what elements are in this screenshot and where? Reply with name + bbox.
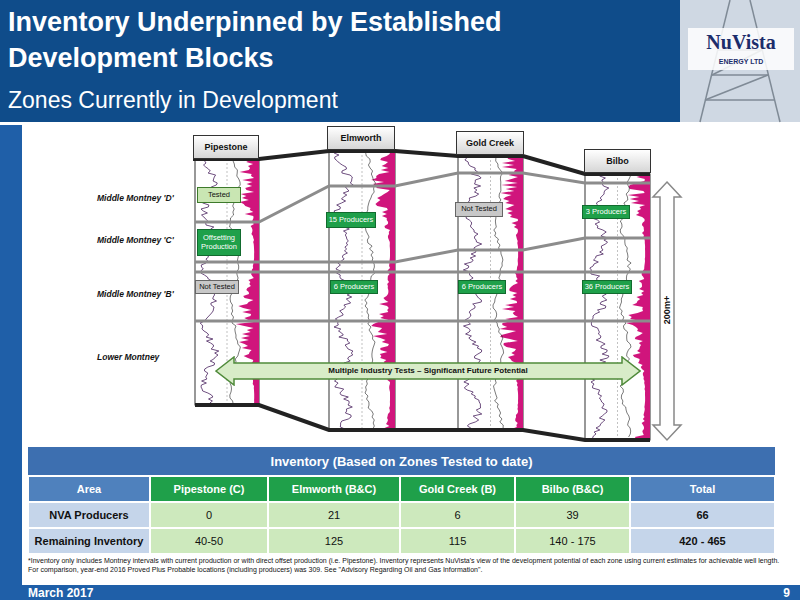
area-header: Elmworth: [327, 126, 395, 150]
zone-d-line: [195, 173, 650, 222]
status-box: Not Tested: [455, 202, 503, 217]
table-cell: 125: [269, 529, 399, 553]
slide-title: Inventory Underpinned by Established Dev…: [8, 4, 648, 76]
zone-c-line: [195, 238, 650, 262]
node-text: 36 Producers: [585, 283, 630, 292]
lower-montney-line: [195, 320, 650, 323]
table-cell: 0: [151, 503, 267, 527]
node-text: 6 Producers: [334, 283, 374, 292]
header-band: [0, 0, 800, 122]
base-montney-line: [195, 405, 650, 440]
side-strip: [0, 125, 22, 585]
zone-label: Middle Montney 'B': [97, 288, 207, 300]
table-cell: NVA Producers: [29, 503, 149, 527]
table-title: Inventory (Based on Zones Tested to date…: [28, 447, 775, 475]
node-text: Tested: [208, 191, 230, 200]
area-header: Gold Creek: [456, 131, 524, 155]
dimension-label: 200m+: [660, 290, 674, 330]
status-box: Tested: [197, 187, 241, 203]
derrick-brace: [705, 99, 775, 101]
derrick-brace: [705, 75, 768, 100]
zone-b-line: [195, 271, 650, 274]
table-cell: Remaining Inventory: [29, 529, 149, 553]
status-box: 3 Producers: [582, 205, 630, 219]
table-cell: 6: [401, 503, 514, 527]
status-box: 6 Producers: [458, 280, 506, 294]
logo-wordmark: NuVista: [690, 30, 792, 54]
logo-photo: [680, 0, 800, 122]
log-track: [329, 151, 395, 430]
log-track: [458, 156, 523, 430]
node-text: 6 Producers: [462, 283, 502, 292]
table-cell: 140 - 175: [516, 529, 629, 553]
potential-arrow: Multiple Industry Tests – Significant Fu…: [215, 356, 641, 386]
zone-label: Middle Montney 'C': [97, 234, 207, 246]
node-text: Offsetting Production: [198, 234, 240, 251]
footnote: *Inventory only includes Montney interva…: [28, 556, 788, 584]
table-cell: Bilbo (B&C): [516, 477, 629, 501]
top-montney-line: [193, 151, 650, 174]
node-text: Gold Creek: [466, 139, 514, 148]
table-cell: 66: [631, 503, 774, 527]
log-track: [585, 174, 650, 440]
zone-label: Lower Montney: [97, 351, 207, 363]
status-box: Offsetting Production: [197, 229, 241, 256]
footer-band: [0, 585, 800, 600]
table-cell: Elmworth (B&C): [269, 477, 399, 501]
node-text: Not Tested: [461, 205, 497, 214]
node-text: Bilbo: [606, 157, 629, 166]
node-text: Pipestone: [204, 143, 247, 152]
area-header: Bilbo: [584, 149, 651, 173]
zone-label: Middle Montney 'D': [97, 192, 207, 204]
logo-plate: [688, 28, 794, 70]
table-cell: 115: [401, 529, 514, 553]
node-text: Elmworth: [340, 134, 381, 143]
area-header: Pipestone: [193, 135, 259, 159]
status-box: 36 Producers: [582, 280, 632, 294]
table-cell: 21: [269, 503, 399, 527]
thickness-arrow: [653, 182, 681, 440]
table-cell: Total: [631, 477, 774, 501]
status-box: 15 Producers: [326, 212, 376, 228]
table-cell: Area: [29, 477, 149, 501]
slide-subtitle: Zones Currently in Development: [8, 84, 668, 116]
table-cell: Gold Creek (B): [401, 477, 514, 501]
double-arrow-outline: [216, 357, 640, 385]
table-cell: 420 - 465: [631, 529, 774, 553]
page-number: 9: [700, 586, 790, 600]
node-text: Multiple Industry Tests – Significant Fu…: [328, 367, 527, 376]
footer-date: March 2017: [28, 586, 228, 600]
status-box: 6 Producers: [330, 280, 378, 294]
table-cell: 39: [516, 503, 629, 527]
table-cell: 40-50: [151, 529, 267, 553]
node-text: 15 Producers: [329, 216, 374, 225]
derrick-brace: [712, 74, 768, 76]
table-cell: Pipestone (C): [151, 477, 267, 501]
status-box: Not Tested: [195, 280, 239, 294]
header-rule: [0, 122, 800, 125]
logo-tagline: ENERGY LTD: [690, 56, 792, 66]
node-text: 3 Producers: [586, 208, 626, 217]
node-text: Not Tested: [199, 283, 235, 292]
